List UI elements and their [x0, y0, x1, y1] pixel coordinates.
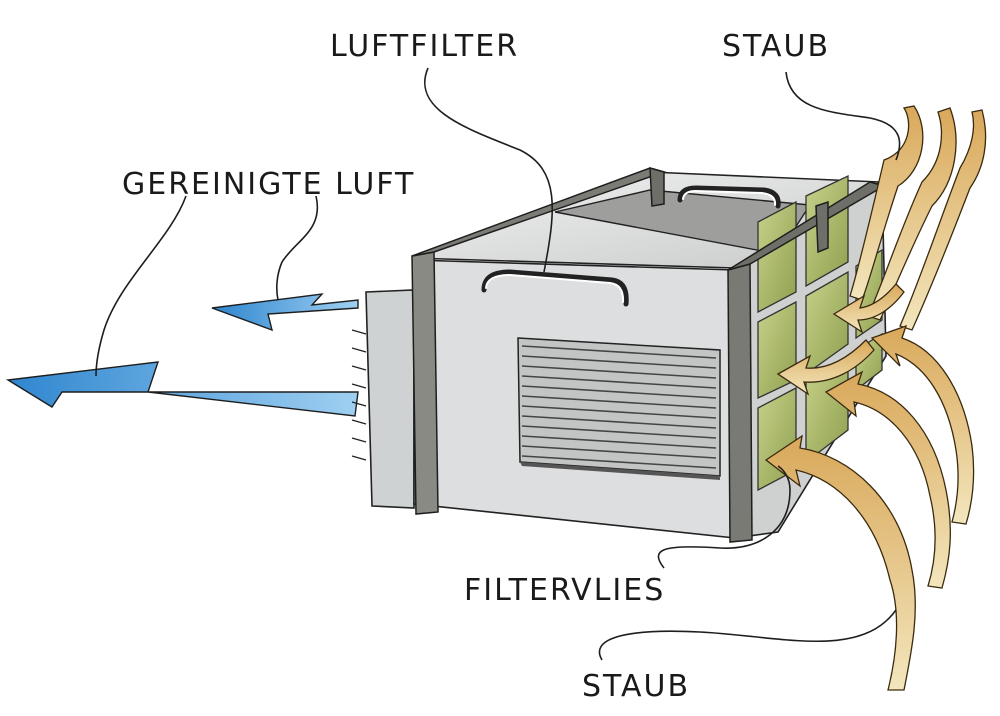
front-grille [517, 337, 721, 480]
label-clean-air: GEREINIGTE LUFT [122, 167, 415, 202]
leader-dust-bottom [598, 609, 897, 661]
clean-air-arrow-upper [211, 293, 359, 332]
outlet-plate [365, 289, 415, 509]
fleece-panel [805, 270, 849, 376]
leader-clean-air-lower [95, 195, 187, 377]
dust-streams-top [849, 105, 987, 331]
dust-arrow [870, 324, 975, 525]
labels: LUFTFILTER STAUB GEREINIGTE LUFT FILTERV… [122, 29, 830, 704]
outlet-fins [351, 329, 367, 461]
frame-left-post [411, 251, 439, 515]
handle-back [677, 185, 781, 209]
label-fleece: FILTERVLIES [464, 573, 665, 608]
frame [411, 166, 886, 543]
label-dust-bottom: STAUB [582, 669, 690, 704]
dust-arrow [832, 283, 905, 334]
leader-clean-air-upper [276, 195, 319, 301]
frame-back-rail [649, 166, 665, 207]
dust-strip [867, 107, 957, 321]
leader-lines [95, 67, 901, 661]
frame-back-right [815, 200, 829, 254]
clean-air-arrow-lower [5, 361, 359, 417]
dust-arrow [776, 339, 875, 396]
dust-strip [849, 105, 924, 301]
handle-front [481, 269, 629, 307]
dust-arrow [764, 434, 916, 691]
dust-arrow [824, 370, 952, 589]
dust-strip [899, 109, 987, 331]
leader-filter [424, 67, 554, 273]
leader-dust-top [785, 71, 901, 161]
handles [481, 185, 781, 307]
frame-right-post [727, 263, 753, 543]
label-dust-top: STAUB [722, 29, 830, 64]
fleece-panel [757, 200, 797, 314]
dust-arrows-bottom [764, 283, 975, 691]
clean-air-arrows [5, 293, 359, 417]
label-filter: LUFTFILTER [330, 29, 519, 64]
leader-fleece [657, 465, 791, 569]
